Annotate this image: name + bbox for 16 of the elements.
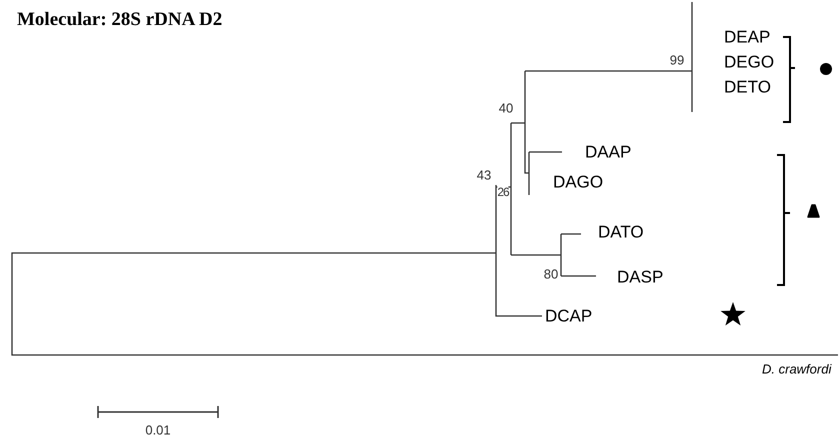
taxon-label: DCAP xyxy=(545,308,592,324)
taxon-label: DATO xyxy=(598,224,644,240)
taxon-label: DETO xyxy=(724,78,771,96)
diagram-title: Molecular: 28S rDNA D2 xyxy=(17,9,222,31)
taxon-label: DEGO xyxy=(724,54,774,70)
bootstrap-value: 43 xyxy=(476,168,492,182)
taxon-label: DAAP xyxy=(585,144,632,160)
taxon-label: DEAP xyxy=(724,28,770,46)
species-label: D. crawfordi xyxy=(762,362,832,376)
bootstrap-value: 99 xyxy=(670,54,684,66)
scale-label: 0.01 xyxy=(145,424,171,436)
taxon-label: DAGO xyxy=(553,174,604,190)
taxon-label: DASP xyxy=(617,268,664,286)
bootstrap-value: 80 xyxy=(544,268,558,280)
bootstrap-value: 26 xyxy=(497,186,509,198)
bootstrap-value: 40 xyxy=(498,102,514,114)
